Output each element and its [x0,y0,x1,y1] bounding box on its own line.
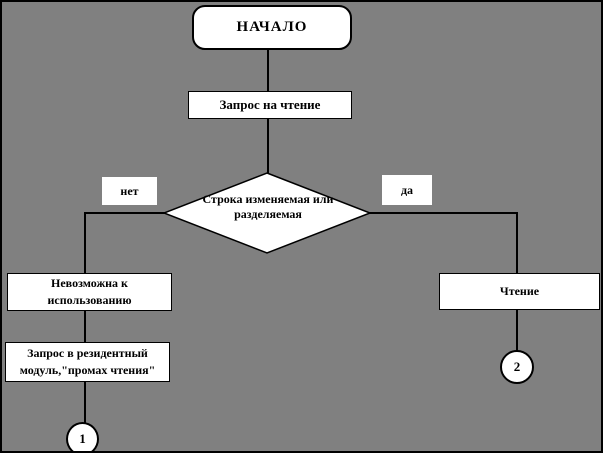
connector-line-request-to-decision [267,119,269,175]
decision-label: Строка изменяемая или разделяемая [177,192,359,222]
resident-module-box: Запрос в резидентный модуль,"промах чтен… [5,342,170,382]
read-label: Чтение [499,284,540,298]
resident-module-label-line2: модуль,"промах чтения" [19,363,156,377]
start-label: НАЧАЛО [236,19,308,35]
connector-line-decision-right [368,212,518,214]
connector-line-read-to-circle2 [516,309,518,351]
request-read-label: Запрос на чтение [219,97,321,112]
read-box: Чтение [439,273,600,310]
branch-label-yes: да [382,175,432,205]
offpage-connector-1: 1 [66,422,99,451]
unusable-label-line1: Невозможна к [51,276,128,290]
request-read-box: Запрос на чтение [188,91,352,119]
resident-module-label-line1: Запрос в резидентный [27,346,148,360]
decision-label-line2: разделяемая [234,207,302,221]
offpage-2-label: 2 [513,359,521,374]
connector-line-start-to-request [267,49,269,93]
connector-line-unusable-to-resident [84,310,86,343]
decision-label-line1: Строка изменяемая или [202,192,334,206]
connector-line-yes-branch-down [516,212,518,274]
offpage-1-label: 1 [79,431,86,446]
branch-yes-text: да [400,182,414,197]
start-terminator: НАЧАЛО [192,5,352,50]
connector-line-no-branch-down [84,212,86,274]
unusable-label-line2: использованию [47,293,132,307]
decision-diamond-shape [162,172,373,254]
branch-no-text: нет [120,183,139,198]
connector-line-resident-to-circle1 [84,381,86,423]
connector-line-decision-left [84,212,168,214]
offpage-connector-2: 2 [500,350,534,384]
unusable-box: Невозможна к использованию [7,273,172,311]
branch-label-no: нет [102,177,157,205]
